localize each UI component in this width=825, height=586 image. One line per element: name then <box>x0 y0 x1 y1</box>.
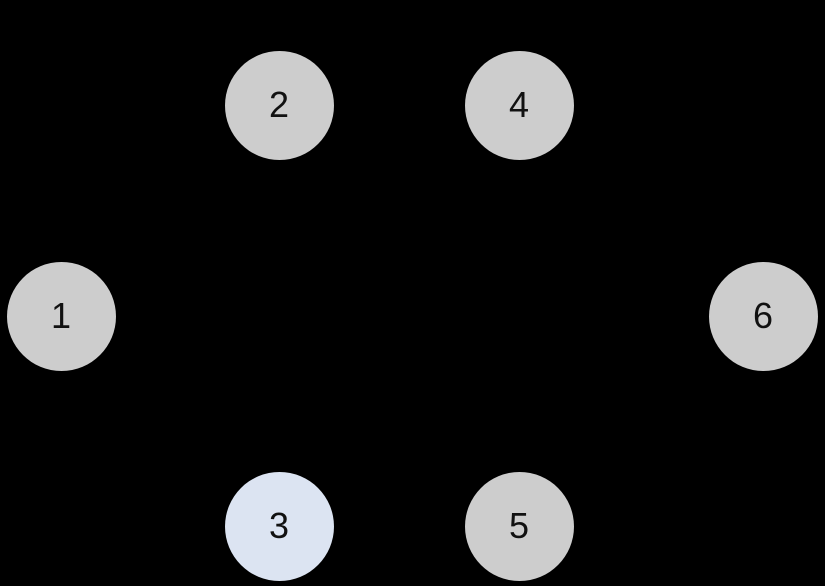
graph-node-label: 4 <box>508 84 530 125</box>
graph-node-label: 5 <box>508 505 530 546</box>
graph-node-5[interactable]: 5 <box>464 471 574 581</box>
graph-node-2[interactable]: 2 <box>224 50 334 160</box>
graph-node-label: 2 <box>268 84 290 125</box>
graph-node-6[interactable]: 6 <box>708 261 818 371</box>
graph-node-label: 6 <box>752 295 774 336</box>
graph-node-4[interactable]: 4 <box>464 50 574 160</box>
graph-node-1[interactable]: 1 <box>6 261 116 371</box>
graph-node-label: 1 <box>50 295 72 336</box>
graph-node-label: 3 <box>268 505 290 546</box>
graph-node-3[interactable]: 3 <box>224 471 334 581</box>
